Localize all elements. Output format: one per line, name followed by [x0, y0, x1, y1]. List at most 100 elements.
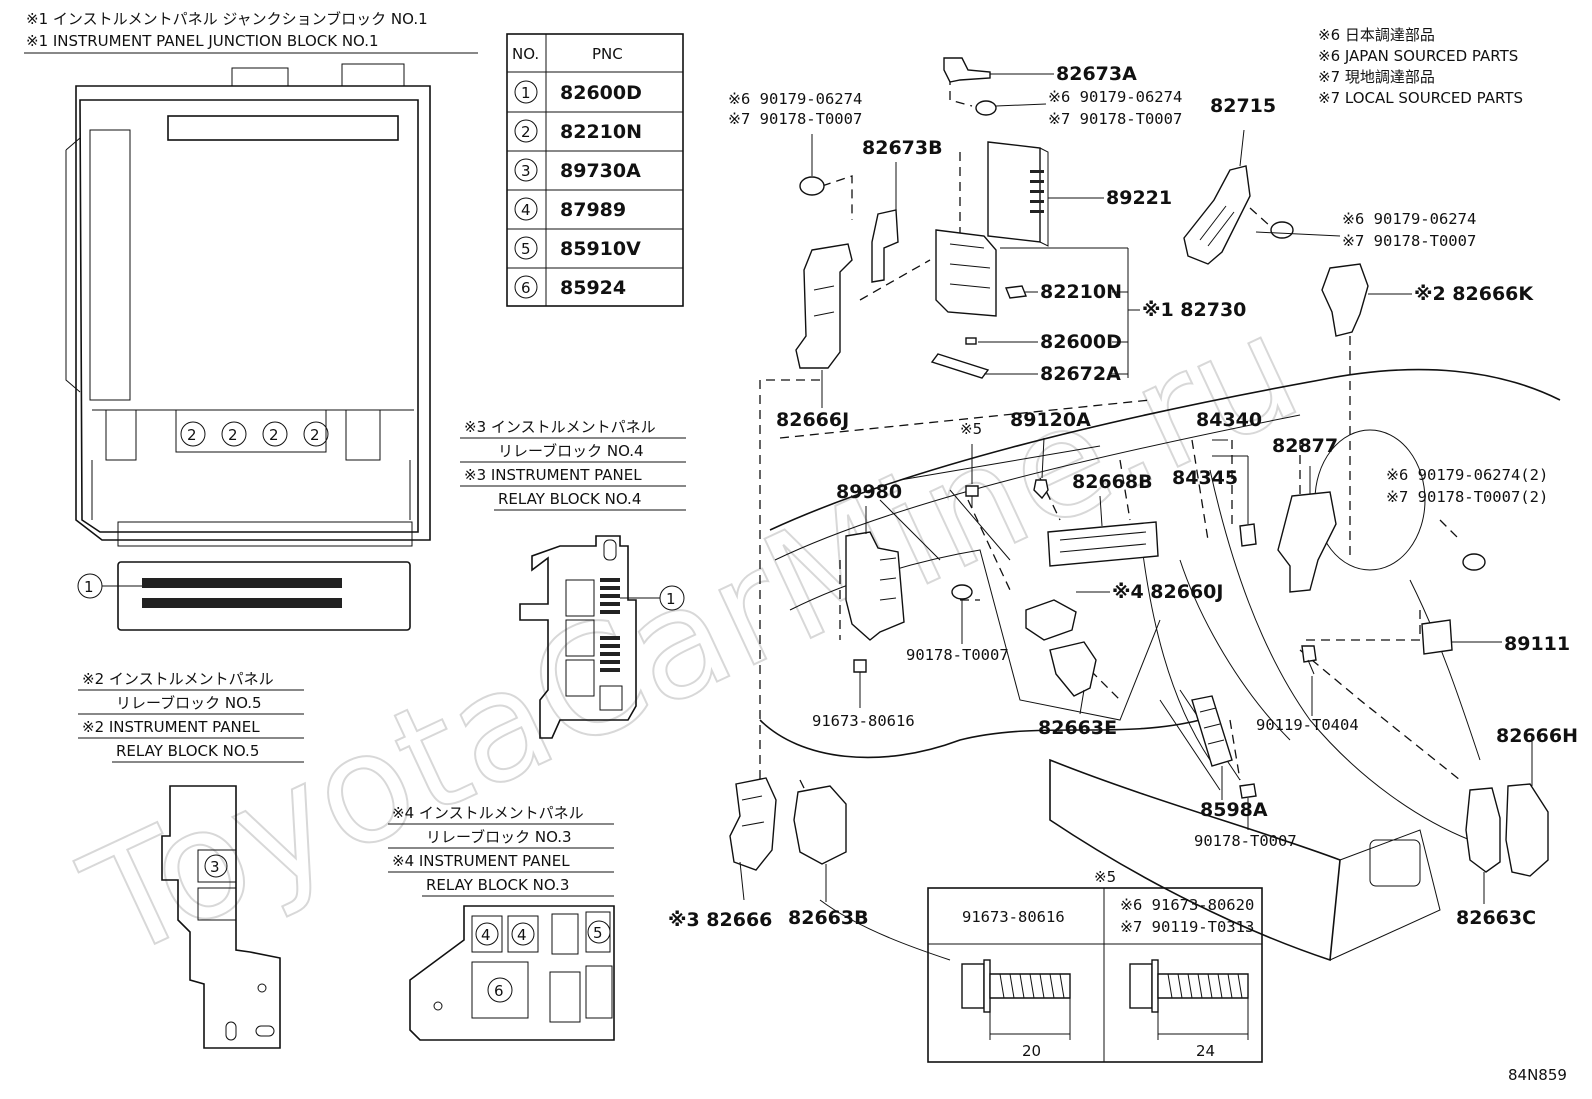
part-89980: [845, 531, 905, 641]
bolt-col2-6: ※6 91673-80620: [1120, 896, 1254, 914]
sourcing-notes: ※6 日本調達部品 ※6 JAPAN SOURCED PARTS ※7 現地調達…: [1318, 26, 1523, 107]
part-82666H: [1505, 783, 1549, 877]
label-82672A: 82672A: [1040, 363, 1121, 385]
part-82666K: [1321, 263, 1369, 337]
part-82210N: [1005, 285, 1027, 299]
part-89221-ecu: [987, 141, 1049, 247]
label-82663C: 82663C: [1456, 907, 1536, 929]
part-82666J: [795, 243, 853, 369]
label-82663B: 82663B: [788, 907, 869, 929]
callout-2c: 2: [269, 426, 279, 444]
part-84345: [1239, 523, 1257, 547]
dashboard-outline: [759, 368, 1561, 962]
label-clipD-7: ※7 90178-T0007(2): [1386, 488, 1548, 506]
callout-6: 6: [494, 982, 504, 1000]
label-82210N: 82210N: [1040, 281, 1122, 303]
part-82673A: [943, 57, 991, 83]
label-star5-bolt: ※5: [960, 420, 982, 438]
svg-text:82600D: 82600D: [560, 82, 642, 104]
svg-text:5: 5: [521, 240, 531, 258]
relay-block-5-drawing: 3: [161, 785, 281, 1049]
svg-text:※3 インストルメントパネル: ※3 インストルメントパネル: [464, 418, 656, 436]
pnc-row-5: 5 85910V: [514, 236, 641, 260]
label-89120A: 89120A: [1010, 409, 1091, 431]
label-clipA-7: ※7 90178-T0007: [728, 110, 862, 128]
label-82663E: 82663E: [1038, 717, 1117, 739]
relay-block-5-note: ※2 インストルメントパネル リレーブロック NO.5 ※2 INSTRUMEN…: [78, 670, 304, 763]
callout-5: 5: [593, 924, 603, 942]
bolt-table: ※5 91673-80616 ※6 91673-80620 ※7 90119-T…: [927, 868, 1263, 1063]
svg-text:82210N: 82210N: [560, 121, 642, 143]
part-89111: [1421, 619, 1453, 655]
part-82600D: [965, 337, 977, 345]
part-82666: [729, 777, 777, 871]
label-82600D: 82600D: [1040, 331, 1122, 353]
label-82673A: 82673A: [1056, 63, 1137, 85]
part-8598A: [1191, 695, 1233, 767]
label-82673B: 82673B: [862, 137, 943, 159]
label-8598A: 8598A: [1200, 799, 1268, 821]
junction-block-note: ※1 インストルメントパネル ジャンクションブロック NO.1 ※1 INSTR…: [24, 10, 478, 54]
label-89980: 89980: [836, 481, 902, 503]
callout-2a: 2: [187, 426, 197, 444]
svg-text:RELAY BLOCK NO.4: RELAY BLOCK NO.4: [498, 490, 641, 508]
svg-text:リレーブロック NO.5: リレーブロック NO.5: [116, 694, 262, 712]
label-82666H: 82666H: [1496, 725, 1578, 747]
bolt-col2-7: ※7 90119-T0313: [1120, 918, 1254, 936]
label-89221: 89221: [1106, 187, 1172, 209]
label-clipB-6: ※6 90179-06274: [1048, 88, 1182, 106]
svg-text:リレーブロック NO.3: リレーブロック NO.3: [426, 828, 572, 846]
label-90178-T0007-a: 90178-T0007: [906, 646, 1009, 664]
svg-text:85924: 85924: [560, 277, 626, 299]
svg-text:※2 INSTRUMENT PANEL: ※2 INSTRUMENT PANEL: [82, 718, 260, 736]
part-82877: [1277, 491, 1337, 593]
label-82668B: 82668B: [1072, 471, 1153, 493]
label-82715: 82715: [1210, 95, 1276, 117]
part-82660J: [1025, 599, 1077, 641]
part-82673B: [871, 209, 899, 283]
part-82668B: [1047, 521, 1159, 567]
relay-block-3-drawing: 4 4 5 6: [409, 905, 615, 1041]
pnc-row-3: 3 89730A: [514, 158, 641, 182]
svg-text:※4 インストルメントパネル: ※4 インストルメントパネル: [392, 804, 584, 822]
svg-text:1: 1: [521, 84, 531, 102]
label-leaders: [739, 73, 1533, 904]
part-82663E: [1049, 641, 1097, 697]
svg-text:※7 現地調達部品: ※7 現地調達部品: [1318, 68, 1435, 86]
clip-right-mid: [1462, 553, 1486, 571]
svg-text:3: 3: [521, 162, 531, 180]
label-84345: 84345: [1172, 467, 1238, 489]
bolt-2-drawing: 24: [1129, 959, 1249, 1060]
svg-text:※6 JAPAN SOURCED PARTS: ※6 JAPAN SOURCED PARTS: [1318, 47, 1518, 65]
pnc-header-pnc: PNC: [592, 45, 623, 63]
svg-text:87989: 87989: [560, 199, 626, 221]
part-82715: [1183, 165, 1251, 265]
svg-text:85910V: 85910V: [560, 238, 641, 260]
callout-4b: 4: [517, 926, 527, 944]
svg-text:※4 INSTRUMENT PANEL: ※4 INSTRUMENT PANEL: [392, 852, 570, 870]
relay-block-4-note: ※3 インストルメントパネル リレーブロック NO.4 ※3 INSTRUMEN…: [460, 418, 686, 511]
part-labels: 82673A ※6 90179-06274 ※7 90178-T0007 ※6 …: [668, 63, 1578, 931]
label-90178-T0007-b: 90178-T0007: [1194, 832, 1297, 850]
label-clipD-6: ※6 90179-06274(2): [1386, 466, 1548, 484]
label-82666J: 82666J: [776, 409, 849, 431]
svg-text:2: 2: [521, 123, 531, 141]
bolt-table-title: ※5: [1094, 868, 1116, 886]
callout-1-relay4: 1: [666, 590, 676, 608]
svg-text:※7 LOCAL SOURCED PARTS: ※7 LOCAL SOURCED PARTS: [1318, 89, 1523, 107]
svg-text:RELAY BLOCK NO.5: RELAY BLOCK NO.5: [116, 742, 259, 760]
label-clipC-6: ※6 90179-06274: [1342, 210, 1476, 228]
label-82666K: ※2 82666K: [1414, 283, 1534, 305]
pnc-table: NO. PNC 1 82600D 2 82210N 3 89730A 4 879…: [506, 33, 684, 307]
figure-code: 84N859: [1508, 1066, 1567, 1084]
watermark: ToyotaCarMine.ru: [61, 281, 1323, 993]
note1-jp: ※1 インストルメントパネル ジャンクションブロック NO.1: [26, 10, 428, 28]
note1-en: ※1 INSTRUMENT PANEL JUNCTION BLOCK NO.1: [26, 32, 379, 50]
callout-3: 3: [210, 858, 220, 876]
label-82730: ※1 82730: [1142, 299, 1246, 321]
pnc-row-4: 4 87989: [514, 197, 626, 221]
junction-block-drawing: 2 2 2 2 1: [65, 63, 431, 631]
callout-4a: 4: [481, 926, 491, 944]
label-82660J: ※4 82660J: [1112, 581, 1223, 603]
